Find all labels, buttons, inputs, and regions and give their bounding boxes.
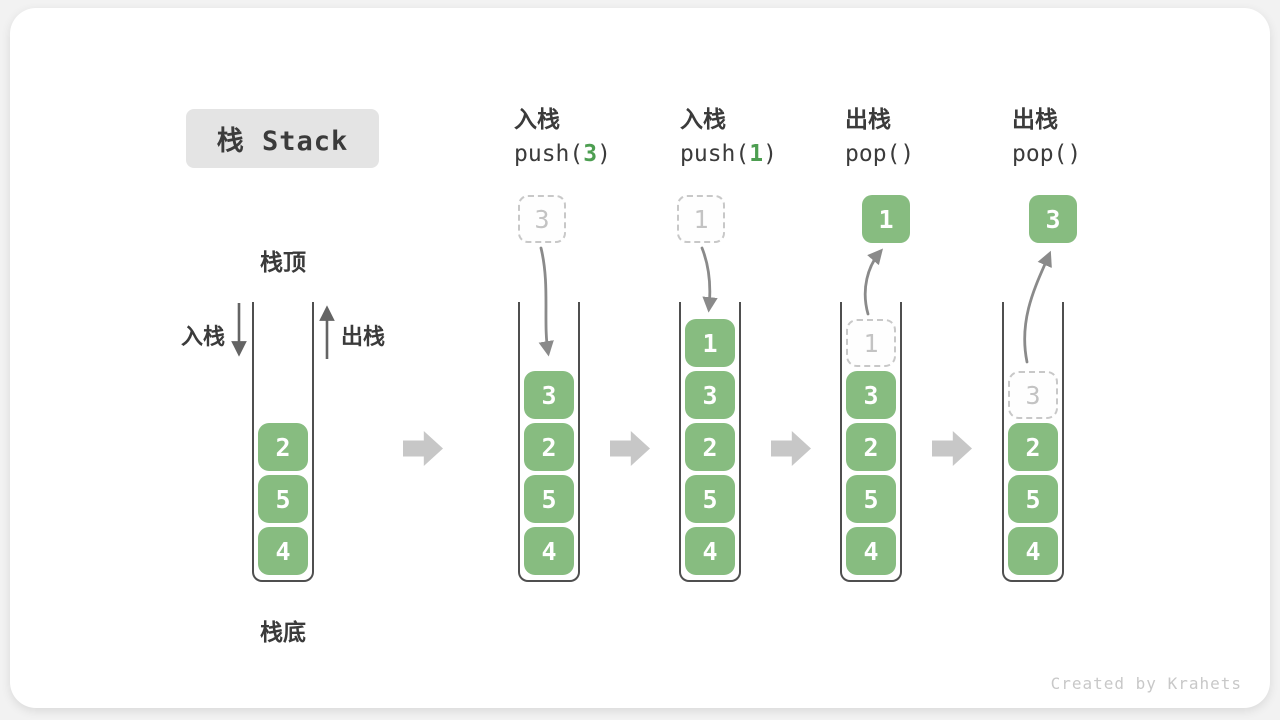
stack-item: 5 xyxy=(685,475,735,523)
stack-after-pop3: 3 2 5 4 xyxy=(1002,302,1064,582)
op-cn-label: 入栈 xyxy=(514,107,560,133)
code-prefix: push( xyxy=(680,141,750,167)
stack-item: 4 xyxy=(258,527,308,575)
op-header-push3: 入栈 push(3) xyxy=(514,104,611,172)
code-prefix: pop( xyxy=(845,141,901,167)
code-suffix: ) xyxy=(763,141,777,167)
stack-after-pop1: 1 3 2 5 4 xyxy=(840,302,902,582)
stack-item: 2 xyxy=(1008,423,1058,471)
op-header-pop1: 出栈 pop() xyxy=(845,104,914,172)
stack-item: 2 xyxy=(524,423,574,471)
title-box: 栈 Stack xyxy=(186,109,379,168)
stack-item: 2 xyxy=(685,423,735,471)
stack-item: 4 xyxy=(846,527,896,575)
stack-item: 2 xyxy=(258,423,308,471)
popped-value-box: 3 xyxy=(1029,195,1077,243)
stack-item-removed: 3 xyxy=(1008,371,1058,419)
code-arg: 1 xyxy=(749,141,764,167)
op-code-label: pop() xyxy=(845,137,914,172)
incoming-value-box: 1 xyxy=(677,195,725,243)
stack-item: 3 xyxy=(846,371,896,419)
code-prefix: pop( xyxy=(1012,141,1068,167)
op-header-push1: 入栈 push(1) xyxy=(680,104,777,172)
code-prefix: push( xyxy=(514,141,584,167)
incoming-value-box: 3 xyxy=(518,195,566,243)
op-cn-label: 出栈 xyxy=(845,107,891,133)
op-code-label: push(1) xyxy=(680,137,777,172)
stack-after-push1: 1 3 2 5 4 xyxy=(679,302,741,582)
stack-item: 2 xyxy=(846,423,896,471)
stack-item: 3 xyxy=(524,371,574,419)
stack-item: 3 xyxy=(685,371,735,419)
push-side-label: 入栈 xyxy=(180,325,225,350)
stack-item: 5 xyxy=(258,475,308,523)
title-text: 栈 Stack xyxy=(216,126,349,157)
stack-item: 4 xyxy=(1008,527,1058,575)
code-arg: 3 xyxy=(583,141,598,167)
op-header-pop3: 出栈 pop() xyxy=(1012,104,1081,172)
stack-after-push3: 3 2 5 4 xyxy=(518,302,580,582)
stack-top-label: 栈顶 xyxy=(260,250,306,276)
stack-bottom-label: 栈底 xyxy=(260,620,306,646)
code-suffix: ) xyxy=(900,141,915,167)
code-suffix: ) xyxy=(1067,141,1082,167)
stack-item: 5 xyxy=(524,475,574,523)
pop-side-label: 出栈 xyxy=(341,325,386,350)
code-suffix: ) xyxy=(597,141,611,167)
stack-item: 5 xyxy=(846,475,896,523)
stack-initial: 2 5 4 xyxy=(252,302,314,582)
op-cn-label: 出栈 xyxy=(1012,107,1058,133)
stack-item-removed: 1 xyxy=(846,319,896,367)
op-code-label: push(3) xyxy=(514,137,611,172)
stack-item: 4 xyxy=(685,527,735,575)
stack-item: 4 xyxy=(524,527,574,575)
stack-item: 5 xyxy=(1008,475,1058,523)
op-code-label: pop() xyxy=(1012,137,1081,172)
stack-item: 1 xyxy=(685,319,735,367)
credit-text: Created by Krahets xyxy=(1050,674,1242,693)
popped-value-box: 1 xyxy=(862,195,910,243)
op-cn-label: 入栈 xyxy=(680,107,726,133)
